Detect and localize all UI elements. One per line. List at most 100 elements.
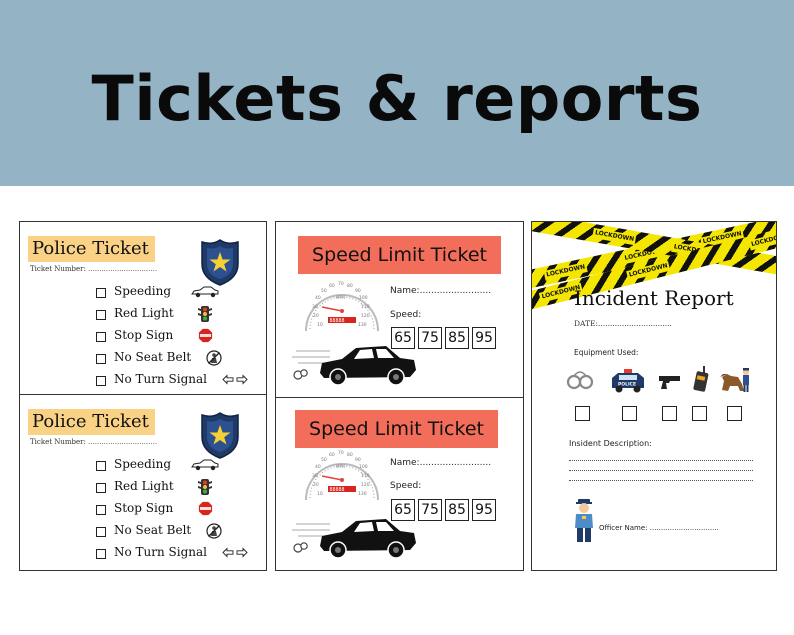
red-light-checkbox[interactable] — [96, 483, 106, 493]
turn-signal-arrows-icon — [222, 374, 248, 385]
name-field: Name:......................... — [390, 458, 492, 468]
speedometer-unit: MPH — [336, 464, 345, 469]
speedometer-tick: 40 — [315, 464, 321, 470]
violation-red-light: Red Light — [96, 306, 256, 328]
violation-no-seat-belt: No Seat Belt — [96, 350, 256, 372]
ticket-number-field: Ticket Number: .........................… — [30, 265, 158, 273]
walkie-talkie-checkbox[interactable] — [692, 406, 707, 421]
pistol-checkbox[interactable] — [662, 406, 677, 421]
description-line[interactable] — [569, 470, 753, 471]
no-seat-belt-checkbox[interactable] — [96, 354, 106, 364]
speedometer-tick: 70 — [338, 281, 344, 287]
handcuffs-checkbox[interactable] — [575, 406, 590, 421]
violation-label: No Turn Signal — [114, 372, 208, 386]
stop-sign-icon — [198, 328, 213, 343]
speed-option-95[interactable]: 95 — [472, 327, 496, 349]
speed-option-75[interactable]: 75 — [418, 327, 442, 349]
page-title: Tickets & reports — [91, 62, 703, 135]
speedometer-tick: 120 — [361, 482, 370, 488]
speed-label: Speed: — [390, 310, 422, 320]
speedometer-icon: 10 20 30 40 50 60 70 80 90 100 110 120 1… — [305, 450, 379, 501]
svg-text:88888: 88888 — [330, 487, 345, 493]
description-line[interactable] — [569, 460, 753, 461]
tape-label: LOCKDOWN — [592, 227, 637, 246]
speed-option-85[interactable]: 85 — [445, 499, 469, 521]
car-icon — [191, 459, 219, 471]
police-car-icon: POLICE — [612, 369, 644, 393]
violation-red-light: Red Light — [96, 479, 256, 501]
speed-ticket-title: Speed Limit Ticket — [295, 410, 498, 448]
stop-sign-checkbox[interactable] — [96, 332, 106, 342]
violation-speeding: Speeding — [96, 284, 256, 306]
speeding-checkbox[interactable] — [96, 288, 106, 298]
date-field: DATE:............................... — [574, 319, 672, 328]
violation-no-seat-belt: No Seat Belt — [96, 523, 256, 545]
police-car-checkbox[interactable] — [622, 406, 637, 421]
header-banner: Tickets & reports — [0, 0, 794, 186]
speeding-car-icon — [292, 346, 416, 386]
violation-no-turn-signal: No Turn Signal — [96, 372, 256, 394]
no-seat-belt-checkbox[interactable] — [96, 527, 106, 537]
speedometer-tick: 20 — [313, 313, 319, 319]
speedometer-tick: 90 — [355, 457, 361, 463]
turn-signal-arrows-icon — [222, 547, 248, 558]
speed-option-95[interactable]: 95 — [472, 499, 496, 521]
speedometer-tick: 30 — [312, 473, 318, 479]
police-dog-checkbox[interactable] — [727, 406, 742, 421]
speedometer-tick: 100 — [359, 295, 368, 301]
violation-list: Speeding Red Light Stop Sign — [96, 457, 256, 567]
speed-ticket-title: Speed Limit Ticket — [298, 236, 501, 274]
description-label: Insident Description: — [569, 439, 652, 448]
speed-option-85[interactable]: 85 — [445, 327, 469, 349]
speed-option-65[interactable]: 65 — [391, 499, 415, 521]
violation-label: Red Light — [114, 306, 174, 320]
no-turn-signal-checkbox[interactable] — [96, 376, 106, 386]
speed-limit-ticket: Speed Limit Ticket 10 20 30 40 50 60 70 … — [276, 397, 523, 570]
seat-belt-icon — [206, 523, 222, 539]
no-turn-signal-checkbox[interactable] — [96, 549, 106, 559]
violation-no-turn-signal: No Turn Signal — [96, 545, 256, 567]
speedometer-tick: 30 — [312, 304, 318, 310]
speedometer-tick: 80 — [347, 283, 353, 289]
speed-options: 65 75 85 95 — [391, 499, 496, 521]
speedometer-tick: 60 — [329, 452, 335, 458]
speed-label: Speed: — [390, 481, 422, 491]
speed-option-75[interactable]: 75 — [418, 499, 442, 521]
speedometer-tick: 90 — [355, 288, 361, 294]
stop-sign-icon — [198, 501, 213, 516]
police-ticket: Police Ticket Ticket Number: ...........… — [20, 222, 266, 394]
speedometer-tick: 50 — [321, 288, 327, 294]
police-badge-icon — [201, 412, 239, 459]
police-ticket-title: Police Ticket — [28, 236, 155, 262]
ticket-number-field: Ticket Number: .........................… — [30, 438, 158, 446]
violation-label: Speeding — [114, 457, 172, 471]
police-dog-icon — [720, 368, 750, 392]
violation-label: No Seat Belt — [114, 350, 192, 364]
speedometer-tick: 10 — [317, 322, 323, 328]
traffic-light-icon — [198, 306, 212, 322]
incident-report-title: Incident Report — [574, 286, 734, 310]
speedometer-icon: 10 20 30 40 50 60 70 80 90 100 110 120 1… — [305, 281, 379, 332]
violation-stop-sign: Stop Sign — [96, 328, 256, 350]
speedometer-tick: 70 — [338, 450, 344, 456]
handcuffs-icon — [566, 371, 594, 390]
name-field: Name:......................... — [390, 286, 492, 296]
speedometer-tick: 130 — [358, 491, 367, 497]
speedometer-tick: 100 — [359, 464, 368, 470]
stop-sign-checkbox[interactable] — [96, 505, 106, 515]
speedometer-tick: 80 — [347, 452, 353, 458]
description-line[interactable] — [569, 480, 753, 481]
speedometer-tick: 110 — [361, 304, 370, 310]
violation-label: Stop Sign — [114, 501, 174, 515]
red-light-checkbox[interactable] — [96, 310, 106, 320]
speeding-car-icon — [292, 519, 416, 559]
speedometer-tick: 110 — [361, 473, 370, 479]
police-car-text: POLICE — [618, 382, 636, 388]
speed-option-65[interactable]: 65 — [391, 327, 415, 349]
violation-stop-sign: Stop Sign — [96, 501, 256, 523]
violation-label: Red Light — [114, 479, 174, 493]
speedometer-tick: 120 — [361, 313, 370, 319]
speeding-checkbox[interactable] — [96, 461, 106, 471]
police-officer-icon — [575, 499, 593, 542]
speedometer-tick: 60 — [329, 283, 335, 289]
